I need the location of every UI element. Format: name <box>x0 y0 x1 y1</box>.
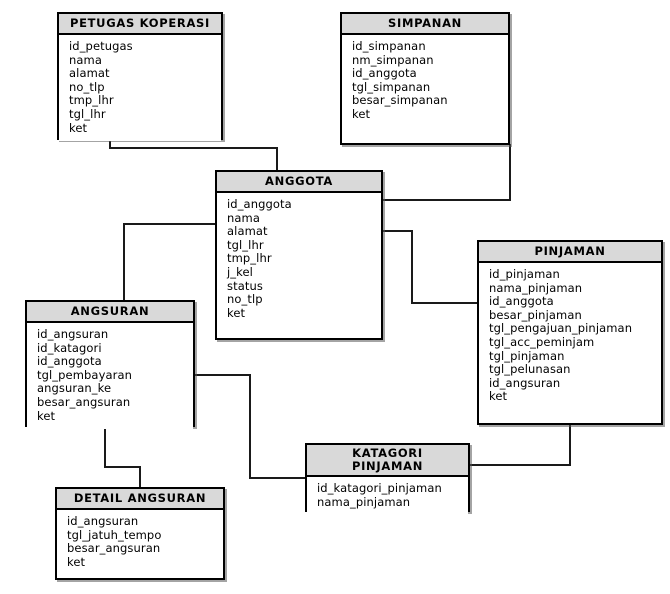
attribute-row: id_angsuran <box>489 375 561 390</box>
entity-title-petugas-koperasi: PETUGAS KOPERASI <box>59 14 221 35</box>
connector-anggota-to-pinjaman <box>382 230 478 304</box>
attribute-row: nama <box>227 210 260 225</box>
attribute-row: tgl_acc_peminjam <box>489 334 595 349</box>
attribute-row: id_angsuran <box>67 514 139 528</box>
attribute-row: angsuran_ke <box>37 381 112 396</box>
attribute-row: id_petugas <box>69 39 133 53</box>
entity-title-angsuran: ANGSURAN <box>27 302 193 323</box>
attribute-row: id_anggota <box>352 66 417 81</box>
attribute-row: besar_simpanan <box>352 93 448 108</box>
attribute-row: tgl_pinjaman <box>489 348 565 363</box>
attribute-row: ket <box>69 120 88 135</box>
attribute-row: tgl_lhr <box>227 237 264 252</box>
connector-angsuran-to-katagori-pinjaman <box>194 374 306 479</box>
connector-anggota-to-angsuran <box>123 223 216 301</box>
attribute-row: tmp_lhr <box>227 251 272 266</box>
attribute-row: nama_pinjaman <box>317 494 411 509</box>
attribute-row: tmp_lhr <box>69 93 114 108</box>
attribute-row: id_pinjaman <box>489 267 560 281</box>
connector-simpanan-to-anggota <box>382 144 511 201</box>
attribute-row: id_simpanan <box>352 39 426 53</box>
attribute-row: alamat <box>69 66 110 81</box>
attribute-row: no_tlp <box>69 79 105 94</box>
connector-petugas-to-anggota <box>109 139 278 171</box>
attribute-row: tgl_pelunasan <box>489 362 571 377</box>
entity-title-pinjaman: PINJAMAN <box>479 242 661 263</box>
attribute-row: alamat <box>227 224 268 239</box>
entity-title-simpanan: SIMPANAN <box>342 14 508 35</box>
attribute-row: ket <box>227 305 246 320</box>
connector-katagori-pinjaman-to-pinjaman <box>469 424 571 466</box>
entity-title-detail-angsuran: DETAIL ANGSURAN <box>57 489 223 510</box>
entity-title-anggota: ANGGOTA <box>217 172 381 193</box>
attribute-row: j_kel <box>227 264 253 279</box>
attribute-row: tgl_pengajuan_pinjaman <box>489 321 633 336</box>
attribute-row: nama_pinjaman <box>489 280 583 295</box>
connector-angsuran-to-detail-angsuran <box>104 426 141 488</box>
attribute-row: id_anggota <box>227 197 292 211</box>
attribute-row: ket <box>352 106 371 121</box>
attribute-row: ket <box>37 408 56 423</box>
attribute-row: ket <box>489 389 508 404</box>
attribute-row: tgl_pembayaran <box>37 367 132 382</box>
attribute-row: besar_angsuran <box>37 394 131 409</box>
attribute-row: besar_angsuran <box>67 541 161 556</box>
attribute-row: id_anggota <box>489 294 554 309</box>
attribute-row: nm_simpanan <box>352 52 434 67</box>
attribute-row: tgl_lhr <box>69 106 106 121</box>
attribute-row: ket <box>67 554 86 569</box>
attribute-row: id_anggota <box>37 354 102 369</box>
attribute-row: status <box>227 278 263 293</box>
entity-title-katagori-pinjaman: KATAGORI PINJAMAN <box>307 445 468 477</box>
attribute-row: id_angsuran <box>37 327 109 341</box>
attribute-row: tgl_jatuh_tempo <box>67 527 162 542</box>
attribute-row: id_katagori <box>37 340 102 355</box>
attribute-row: besar_pinjaman <box>489 307 582 322</box>
attribute-row: id_katagori_pinjaman <box>317 481 442 495</box>
attribute-row: nama <box>69 52 102 67</box>
attribute-row: no_tlp <box>227 292 263 307</box>
attribute-row: tgl_simpanan <box>352 79 431 94</box>
